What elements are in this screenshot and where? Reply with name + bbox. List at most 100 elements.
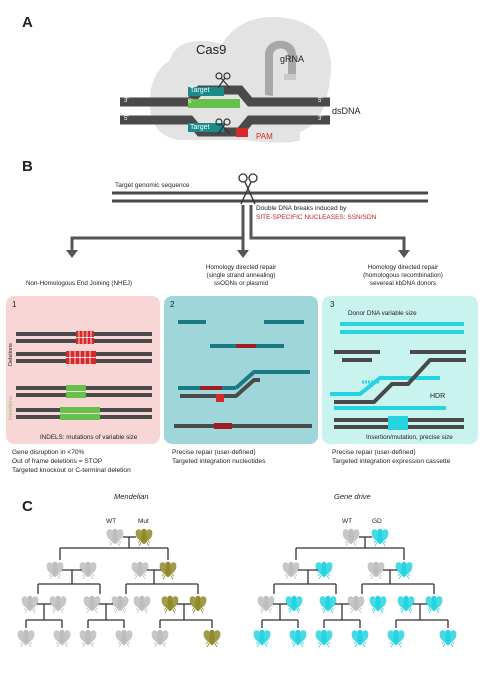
insertion-caption: Insertion/mutation, precise size xyxy=(366,434,453,441)
fly-parent-mut xyxy=(135,528,153,547)
indels-caption: INDELS: mutations of variable size xyxy=(40,434,138,441)
hdr3-note-2: Targeted integration expression cassette xyxy=(332,458,451,465)
fly-gen2 xyxy=(21,595,39,614)
cas9-label: Cas9 xyxy=(196,42,227,57)
end-3-bottom-right: 3' xyxy=(318,116,323,122)
fly-gen1 xyxy=(315,561,333,580)
hdr2-title-1: Homology directed repair xyxy=(205,264,277,271)
target-teal-top xyxy=(188,87,224,96)
nhej-title: Non-Homologous End Joining (NHEJ) xyxy=(25,280,133,287)
dsdna-label: dsDNA xyxy=(332,106,361,116)
fly-gen1 xyxy=(282,561,300,580)
fly-gen3 xyxy=(53,629,71,648)
fly-parent-wt xyxy=(342,528,360,547)
hdr3-note-1: Precise repair (user-defined) xyxy=(332,449,416,456)
mendelian-title: Mendelian xyxy=(114,492,149,501)
insertion-strands xyxy=(16,385,152,420)
hdr2-title-2: (single strand annealing) xyxy=(206,272,276,279)
fly-gen2 xyxy=(425,595,443,614)
end-5-bottom-left: 5' xyxy=(124,116,129,122)
fly-parent-wt xyxy=(106,528,124,547)
hr-diagram xyxy=(330,322,466,430)
nhej-note-1: Gene disruption in <70% xyxy=(12,449,85,456)
fly-gen3 xyxy=(253,629,271,648)
fly-gen3 xyxy=(79,629,97,648)
hdr3-title-3: severeal kbDNA donors xyxy=(369,280,437,287)
fly-gen1 xyxy=(159,561,177,580)
fly-gen2 xyxy=(347,595,365,614)
target-label-top: Target xyxy=(190,87,210,94)
end-5-top-right: 5' xyxy=(318,98,323,104)
hdr3-number: 3 xyxy=(330,300,335,309)
hdr2-title-3: ssODNs or plasmid xyxy=(213,280,269,287)
nhej-note-3: Targeted knockout or C-terminal deletion xyxy=(12,467,131,474)
fly-gen3 xyxy=(115,629,133,648)
fly-gen1 xyxy=(79,561,97,580)
scissors-icon-a2 xyxy=(215,118,231,135)
hdr2-number: 2 xyxy=(170,300,175,309)
mendelian-mut-label: Mut xyxy=(138,518,149,525)
target-label-bottom: Target xyxy=(190,124,210,131)
panel-b-letter: B xyxy=(22,158,33,175)
pam-label: PAM xyxy=(256,132,273,141)
scissors-icon-b xyxy=(238,173,258,205)
panel-a-letter: A xyxy=(22,14,33,31)
fly-gen2 xyxy=(111,595,129,614)
fly-gen2 xyxy=(49,595,67,614)
mendelian-wt-label: WT xyxy=(106,518,117,525)
fly-gen3 xyxy=(351,629,369,648)
fly-gen3 xyxy=(17,629,35,648)
end-3-top-left: 3' xyxy=(124,98,129,104)
fly-gen3 xyxy=(315,629,333,648)
genomic-sequence-label: Target genomic sequence xyxy=(115,182,190,189)
fly-gen2 xyxy=(319,595,337,614)
dsb-label-line1: Double DNA breaks induced by xyxy=(256,205,347,212)
fly-gen2 xyxy=(397,595,415,614)
donor-dna-label: Donor DNA variable size xyxy=(348,310,417,317)
fly-gen2 xyxy=(369,595,387,614)
gene-drive-title: Gene drive xyxy=(334,492,371,501)
arrow-head-1 xyxy=(66,250,78,258)
arrow-head-2 xyxy=(237,250,249,258)
fly-gen2 xyxy=(133,595,151,614)
fly-gen1 xyxy=(367,561,385,580)
genedrive-wt-label: WT xyxy=(342,518,353,525)
fly-gen3 xyxy=(387,629,405,648)
fly-parent-gd xyxy=(371,528,389,547)
grna-shape xyxy=(265,40,296,96)
genedrive-gd-label: GD xyxy=(372,518,382,525)
grna-label: gRNA xyxy=(280,54,305,64)
target-green-region xyxy=(188,99,240,108)
fly-gen3 xyxy=(203,629,221,648)
end-5-green: 5' xyxy=(188,99,193,105)
deletion-strands xyxy=(16,331,152,364)
ssa-diagram xyxy=(174,320,312,429)
dsb-label-line2: SITE-SPECIFIC NUCLEASES: SSN/SDN xyxy=(256,214,377,221)
grna-tip xyxy=(284,74,296,80)
pam-red-region xyxy=(236,128,248,137)
hdr3-title-2: (homologous recombination) xyxy=(363,272,443,279)
arrow-head-3 xyxy=(398,250,410,258)
fly-gen2 xyxy=(285,595,303,614)
fly-gen2 xyxy=(161,595,179,614)
panel-c-letter: C xyxy=(22,498,33,515)
fly-gen2 xyxy=(83,595,101,614)
fly-gen3 xyxy=(439,629,457,648)
nhej-note-2: Out of frame deletions = STOP xyxy=(12,458,103,465)
fly-gen2 xyxy=(257,595,275,614)
scissors-icon-a1 xyxy=(215,72,231,89)
hdr2-note-1: Precise repair (user-defined) xyxy=(172,449,256,456)
fly-gen3 xyxy=(289,629,307,648)
fly-gen1 xyxy=(46,561,64,580)
fly-gen1 xyxy=(395,561,413,580)
hdr3-title-1: Homology directed repair xyxy=(367,264,439,271)
fly-gen2 xyxy=(189,595,207,614)
hdr-label: HDR xyxy=(430,393,446,400)
target-teal-bottom xyxy=(188,123,224,132)
fly-gen1 xyxy=(131,561,149,580)
nhej-number: 1 xyxy=(12,300,17,309)
